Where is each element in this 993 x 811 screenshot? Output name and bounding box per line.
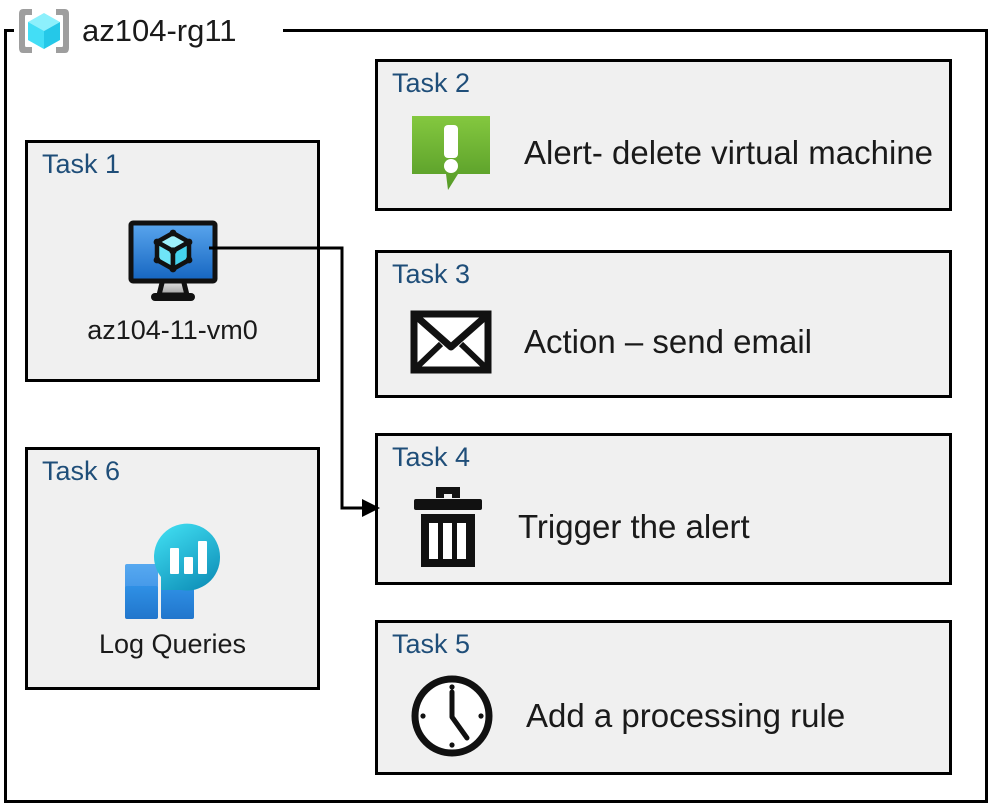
virtual-machine-icon	[125, 217, 221, 309]
task-3-label: Task 3	[392, 259, 471, 289]
task-5-label: Task 5	[392, 629, 471, 659]
resource-group-title: az104-rg11	[82, 13, 237, 48]
task-6-body: Log Queries	[28, 498, 317, 679]
task-3-body: Action – send email	[408, 295, 935, 389]
task-2-body: Alert- delete virtual machine	[408, 104, 935, 202]
trash-can-icon	[408, 481, 488, 573]
task-4-label: Task 4	[392, 442, 471, 472]
task-5-body: Add a processing rule	[408, 665, 935, 766]
task-5-caption: Add a processing rule	[526, 696, 846, 734]
task-6-caption: Log Queries	[98, 629, 247, 659]
resource-group-header: az104-rg11	[14, 2, 243, 60]
clock-icon	[408, 672, 496, 760]
task-1-body: az104-11-vm0	[28, 191, 317, 371]
resource-group-frame	[4, 31, 988, 803]
rg-frame-top-left-stub	[4, 29, 20, 32]
task-card-task-2[interactable]: Task 2 Alert- delete virtual machine	[375, 59, 952, 211]
task-6-label: Task 6	[42, 456, 121, 486]
rg-frame-top-right-line	[283, 29, 988, 32]
task-4-body: Trigger the alert	[408, 478, 935, 576]
task-card-task-3[interactable]: Task 3 Action – send email	[375, 250, 952, 398]
task-2-caption: Alert- delete virtual machine	[524, 134, 934, 171]
task-card-task-5[interactable]: Task 5 Add a processing rule	[375, 620, 952, 775]
task-card-task-6[interactable]: Task 6	[25, 447, 320, 690]
task-1-label: Task 1	[42, 149, 121, 179]
task-2-label: Task 2	[392, 68, 471, 98]
log-analytics-icon	[117, 517, 229, 623]
task-card-task-1[interactable]: Task 1	[25, 140, 320, 382]
task-3-caption: Action – send email	[524, 323, 812, 360]
resource-group-cube-icon	[14, 5, 74, 57]
task-4-caption: Trigger the alert	[518, 508, 750, 545]
task-1-caption: az104-11-vm0	[87, 314, 258, 345]
task-card-task-4[interactable]: Task 4 Trigger the alert	[375, 433, 952, 585]
alert-bubble-icon	[408, 112, 494, 194]
envelope-icon	[408, 306, 494, 378]
